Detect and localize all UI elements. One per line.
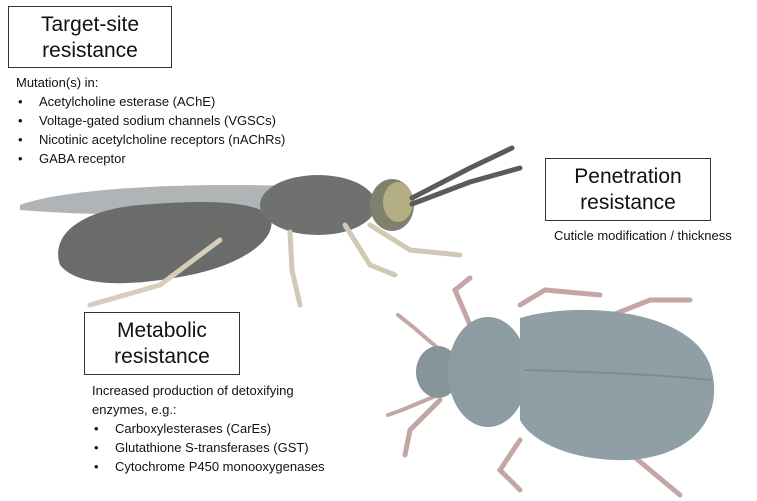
fly-leg [370,225,460,255]
target-site-item: Voltage-gated sodium channels (VGSCs) [16,111,285,130]
target-site-item: GABA receptor [16,149,285,168]
target-site-title-line1: Target-site [9,12,171,38]
penetration-title-line2: resistance [546,190,710,216]
metabolic-item: Glutathione S-transferases (GST) [92,438,325,457]
penetration-title-box: Penetration resistance [545,158,711,221]
target-site-item: Acetylcholine esterase (AChE) [16,92,285,111]
metabolic-item: Cytochrome P450 monooxygenases [92,457,325,476]
beetle-pronotum [448,317,528,427]
fly-antenna [412,168,520,204]
metabolic-intro-line2: enzymes, e.g.: [92,400,325,419]
beetle-leg [500,440,520,490]
target-site-title-line2: resistance [9,38,171,64]
fly-leg [290,232,300,305]
metabolic-description: Increased production of detoxifying enzy… [92,381,325,476]
beetle-image [388,278,714,495]
fly-eye [383,182,413,222]
target-site-description: Mutation(s) in: Acetylcholine esterase (… [16,73,285,168]
metabolic-title-box: Metabolic resistance [84,312,240,375]
fly-thorax [260,175,376,235]
metabolic-intro-line1: Increased production of detoxifying [92,381,325,400]
fly-image [20,148,520,305]
metabolic-list: Carboxylesterases (CarEs) Glutathione S-… [92,419,325,476]
beetle-leg [455,278,470,325]
target-site-item: Nicotinic acetylcholine receptors (nAChR… [16,130,285,149]
penetration-title-line1: Penetration [546,164,710,190]
target-site-list: Acetylcholine esterase (AChE) Voltage-ga… [16,92,285,168]
fly-leg [345,225,395,275]
metabolic-title-line1: Metabolic [85,318,239,344]
beetle-leg [520,290,600,305]
penetration-description: Cuticle modification / thickness [554,226,732,245]
target-site-title-box: Target-site resistance [8,6,172,68]
metabolic-item: Carboxylesterases (CarEs) [92,419,325,438]
beetle-elytra [520,310,714,460]
beetle-antenna [398,315,440,350]
metabolic-title-line2: resistance [85,344,239,370]
fly-abdomen [58,202,271,283]
target-site-intro: Mutation(s) in: [16,73,285,92]
